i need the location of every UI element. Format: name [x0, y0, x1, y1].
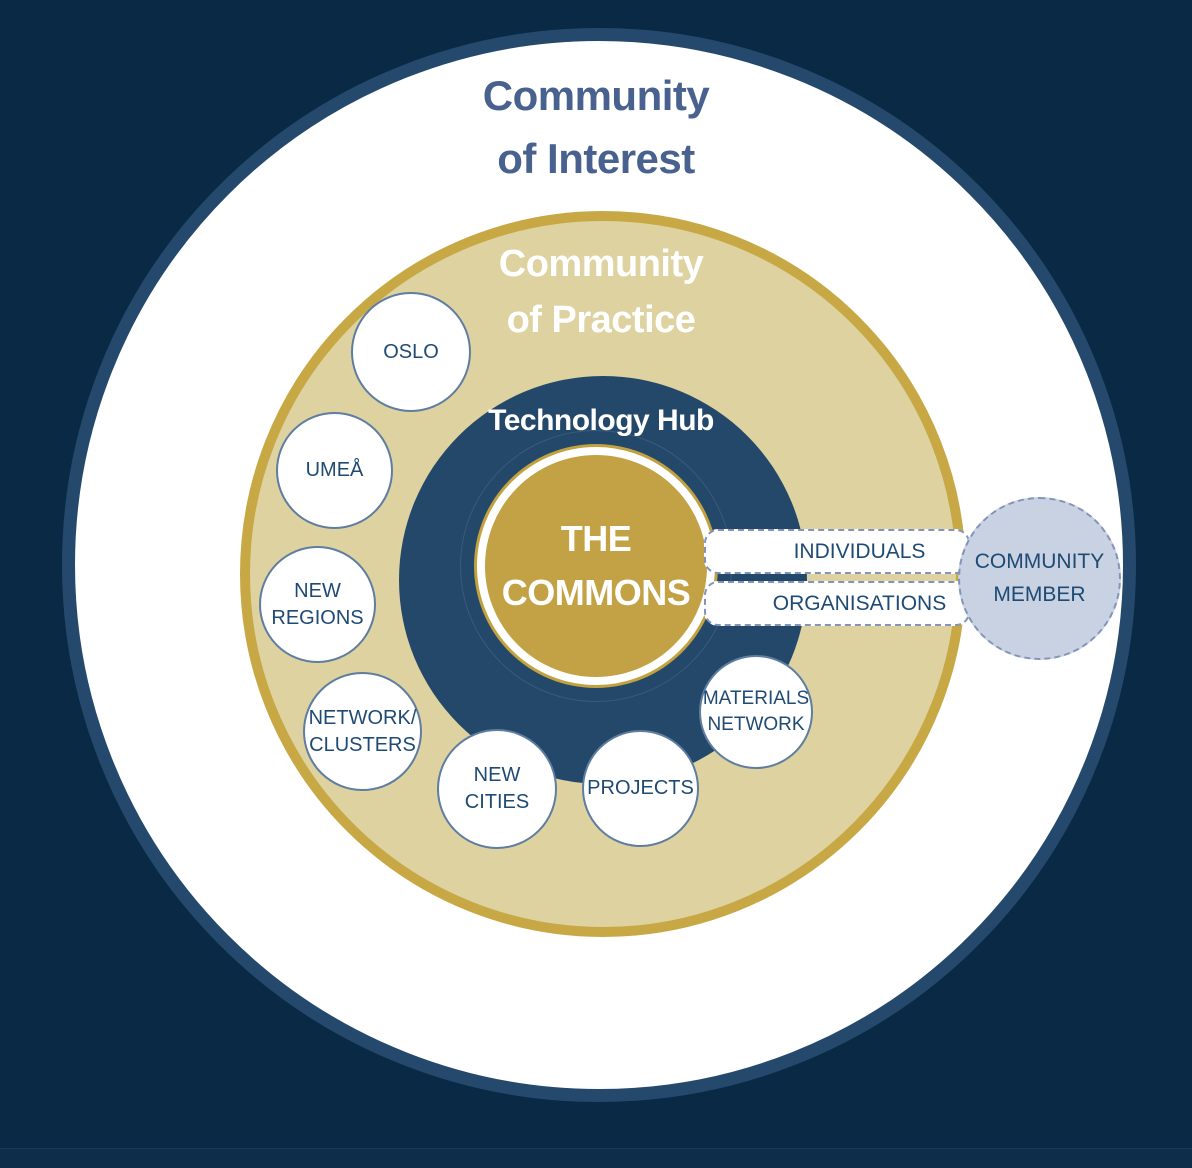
title-line: of Interest: [497, 135, 695, 182]
satellite-umea: UMEÅ: [276, 412, 393, 529]
pill-label: ORGANISATIONS: [772, 591, 947, 615]
satellite-projects: PROJECTS: [582, 730, 699, 847]
satellite-oslo: OSLO: [351, 292, 471, 412]
title-line: of Practice: [506, 299, 696, 342]
organisations-pill: ORGANISATIONS: [704, 581, 970, 626]
individuals-pill: INDIVIDUALS: [704, 529, 970, 574]
core-label-line: THE: [560, 518, 632, 559]
satellite-label: CITIES: [464, 791, 530, 813]
satellite-materials-network: MATERIALS NETWORK: [699, 655, 813, 769]
satellite-label: MATERIALS: [702, 688, 810, 710]
satellite-new-cities: NEW CITIES: [437, 729, 557, 849]
member-label-line: MEMBER: [993, 582, 1086, 606]
satellite-network-clusters: NETWORK/ CLUSTERS: [303, 672, 422, 791]
community-member-circle: COMMUNITY MEMBER: [958, 497, 1121, 660]
community-of-practice-title: Community of Practice: [10, 236, 1192, 348]
member-label-line: COMMUNITY: [974, 549, 1105, 573]
satellite-label: NEW: [473, 764, 521, 786]
title-line: Community: [498, 243, 704, 285]
pill-label: INDIVIDUALS: [793, 539, 926, 563]
title-line: Community: [482, 72, 710, 119]
satellite-label: REGIONS: [271, 606, 364, 629]
satellite-new-regions: NEW REGIONS: [259, 546, 376, 663]
satellite-label: NETWORK: [707, 714, 805, 735]
satellite-label: NETWORK/: [308, 706, 417, 729]
satellite-label: NEW: [294, 579, 341, 602]
satellite-label: PROJECTS: [587, 777, 694, 799]
satellite-label: CLUSTERS: [309, 733, 416, 756]
community-of-interest-title: Community of Interest: [0, 64, 1192, 190]
the-commons-circle: THE COMMONS: [477, 447, 715, 685]
satellite-label: UMEÅ: [305, 459, 364, 481]
slide-bottom-strip: [0, 1148, 1192, 1168]
core-label-line: COMMONS: [501, 572, 691, 613]
satellite-label: OSLO: [383, 340, 439, 363]
